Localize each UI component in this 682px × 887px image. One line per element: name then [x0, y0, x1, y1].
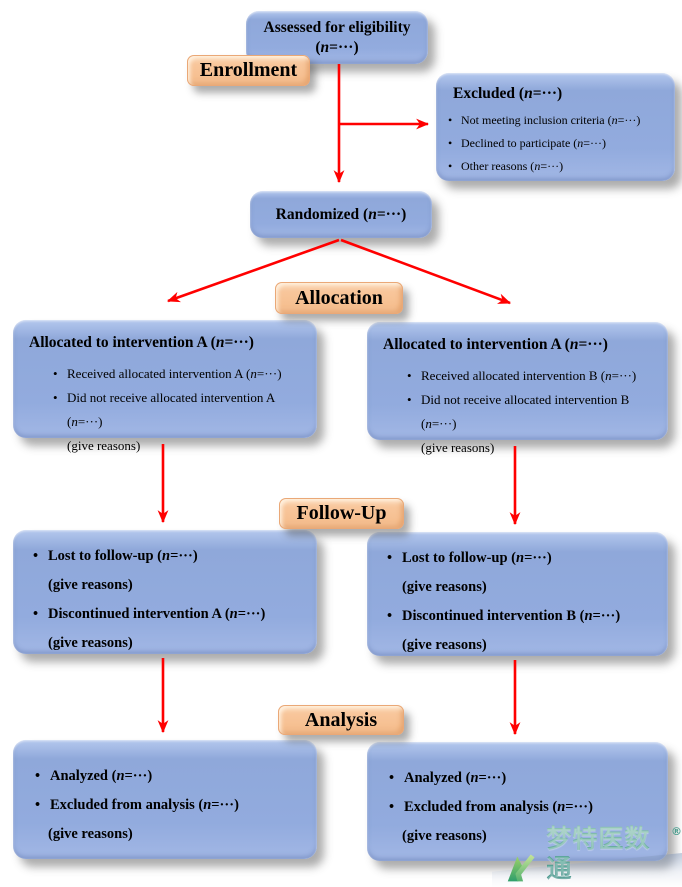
mengte-logo-icon — [507, 854, 535, 882]
alloc-right-item-text: Received allocated intervention B (n=···… — [421, 368, 637, 383]
excluded-title: Excluded (n=···) — [453, 85, 563, 102]
alloc-left-note: (give reasons) — [67, 438, 141, 453]
followup-left-box: • Lost to follow-up (n=···) (give reason… — [13, 530, 317, 654]
excluded-item-text: Other reasons (n=···) — [461, 159, 564, 173]
bullet: • — [448, 159, 453, 173]
excluded-item-text: Not meeting inclusion criteria (n=···) — [461, 113, 641, 127]
followup-left-item-text: Lost to follow-up (n=···) — [48, 548, 198, 564]
enrollment-label: Enrollment — [187, 55, 310, 86]
excluded-item: • Not meeting inclusion criteria (n=···) — [448, 109, 671, 132]
excluded-box: Excluded (n=···) • Not meeting inclusion… — [436, 73, 675, 181]
followup-right-note: (give reasons) — [402, 637, 487, 653]
analysis-left-box: • Analyzed (n=···) • Excluded from analy… — [13, 740, 317, 859]
allocation-left-box: Allocated to intervention A (n=···) • Re… — [13, 320, 317, 453]
alloc-right-note: (give reasons) — [421, 440, 495, 455]
bullet: • — [387, 550, 393, 566]
bullet: • — [35, 797, 41, 813]
excluded-item: • Other reasons (n=···) — [448, 155, 671, 178]
watermark-text: 梦特医数通 — [546, 824, 671, 884]
analysis-right-item: • Analyzed (n=···) — [389, 764, 664, 793]
allocation-label-text: Allocation — [295, 286, 383, 309]
excluded-item: • Declined to participate (n=···) — [448, 132, 671, 155]
followup-left-item: • Discontinued intervention A (n=···) — [33, 600, 313, 629]
followup-right-item-text: Lost to follow-up (n=···) — [402, 550, 552, 566]
followup-left-note: (give reasons) — [48, 635, 133, 651]
followup-right-item: • Discontinued intervention B (n=···) — [387, 602, 664, 631]
allocation-right-box: Allocated to intervention A (n=···) • Re… — [367, 322, 668, 455]
followup-right-note: (give reasons) — [402, 579, 487, 595]
randomized-box: Randomized (n=···) — [250, 191, 432, 238]
followup-left-item-text: Discontinued intervention A (n=···) — [48, 606, 266, 622]
bullet: • — [387, 608, 393, 624]
analysis-label: Analysis — [278, 705, 404, 735]
followup-left-note: (give reasons) — [48, 577, 133, 593]
analysis-left-note: (give reasons) — [48, 826, 133, 842]
bullet: • — [389, 770, 395, 786]
analysis-left-item-text: Excluded from analysis (n=···) — [50, 797, 239, 813]
registered-mark-icon: ® — [671, 825, 682, 838]
analysis-right-item-text: Excluded from analysis (n=···) — [404, 799, 593, 815]
alloc-right-item: • Received allocated intervention B (n=·… — [383, 364, 664, 388]
bullet: • — [53, 366, 58, 381]
alloc-left-item-text: Received allocated intervention A (n=···… — [67, 366, 282, 381]
assessed-title: Assessed for eligibility — [263, 18, 411, 36]
bullet: • — [448, 136, 453, 150]
analysis-label-text: Analysis — [304, 708, 378, 731]
excluded-item-text: Declined to participate (n=···) — [461, 136, 607, 150]
enrollment-label-text: Enrollment — [199, 59, 298, 81]
bullet: • — [389, 799, 395, 815]
allocation-label: Allocation — [275, 282, 403, 314]
followup-right-item: • Lost to follow-up (n=···) — [387, 544, 664, 573]
analysis-right-item-text: Analyzed (n=···) — [404, 770, 507, 786]
alloc-left-item-text: Did not receive allocated intervention A… — [67, 390, 275, 429]
bullet: • — [448, 113, 453, 127]
assessed-n: (n=···) — [315, 38, 359, 56]
alloc-left-item: • Received allocated intervention A (n=·… — [29, 362, 313, 386]
watermark: 梦特医数通 ® — [492, 824, 682, 887]
bullet: • — [53, 390, 58, 405]
followup-label-text: Follow-Up — [296, 502, 387, 524]
bullet: • — [35, 768, 41, 784]
alloc-right-item-text: Did not receive allocated intervention B… — [421, 392, 630, 431]
bullet: • — [33, 548, 39, 564]
followup-right-item-text: Discontinued intervention B (n=···) — [402, 608, 621, 624]
analysis-left-item: • Excluded from analysis (n=···) — [35, 791, 313, 820]
alloc-right-title: Allocated to intervention A (n=···) — [383, 336, 608, 353]
alloc-right-item: • Did not receive allocated intervention… — [383, 388, 664, 436]
alloc-left-title: Allocated to intervention A (n=···) — [29, 334, 254, 351]
analysis-left-item-text: Analyzed (n=···) — [50, 768, 153, 784]
analysis-right-note: (give reasons) — [402, 828, 487, 844]
randomized-title: Randomized (n=···) — [275, 205, 407, 223]
bullet: • — [33, 606, 39, 622]
bullet: • — [407, 368, 412, 383]
followup-left-item: • Lost to follow-up (n=···) — [33, 542, 313, 571]
alloc-left-item: • Did not receive allocated intervention… — [29, 386, 313, 434]
analysis-right-item: • Excluded from analysis (n=···) — [389, 793, 664, 822]
followup-right-box: • Lost to follow-up (n=···) (give reason… — [367, 532, 668, 656]
followup-label: Follow-Up — [279, 498, 404, 529]
analysis-right-box: • Analyzed (n=···) • Excluded from analy… — [367, 742, 668, 861]
analysis-left-item: • Analyzed (n=···) — [35, 762, 313, 791]
bullet: • — [407, 392, 412, 407]
